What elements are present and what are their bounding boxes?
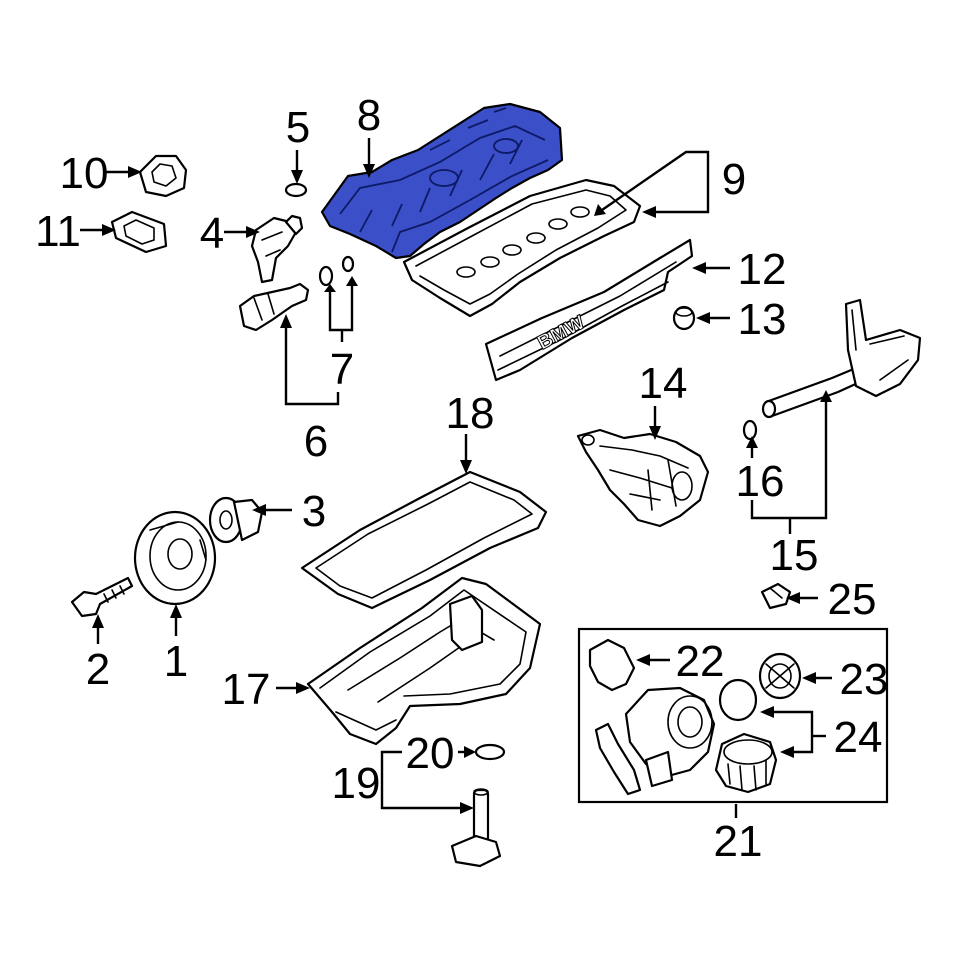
filter-seal-ring[interactable] <box>718 678 758 722</box>
oil-filter-housing[interactable] <box>594 686 716 796</box>
callout-15: 15 <box>770 531 819 580</box>
oil-filter-housing-group-box <box>577 627 889 804</box>
callout-5: 5 <box>286 103 310 152</box>
callout-6: 6 <box>304 417 328 466</box>
callout-13: 13 <box>738 295 787 344</box>
callout-10: 10 <box>60 149 109 198</box>
pulley-bolt[interactable] <box>70 576 134 618</box>
camshaft-sensor[interactable] <box>250 214 304 284</box>
callout-17: 17 <box>222 665 271 714</box>
oil-pickup-tube[interactable] <box>761 298 922 419</box>
pulley-hub[interactable] <box>208 496 264 544</box>
callout-8: 8 <box>357 91 381 140</box>
callout-labels: 8 5 10 11 4 9 12 13 7 6 14 16 15 18 3 2 … <box>35 91 888 866</box>
callout-14: 14 <box>639 359 688 408</box>
solenoid-part-6[interactable] <box>238 282 310 332</box>
gasket-plate-part[interactable] <box>110 210 168 254</box>
callout-3: 3 <box>302 487 326 536</box>
housing-gasket[interactable] <box>588 638 636 692</box>
valve-cover-gasket[interactable] <box>402 178 642 318</box>
callout-21: 21 <box>714 817 763 866</box>
crankshaft-pulley[interactable] <box>133 510 217 606</box>
seal-ring-7b[interactable] <box>341 255 355 273</box>
callout-12: 12 <box>738 245 787 294</box>
callout-24: 24 <box>834 713 883 762</box>
leader-lines <box>80 138 832 818</box>
oil-pump[interactable] <box>576 428 710 528</box>
callout-19: 19 <box>332 759 381 808</box>
callout-22: 22 <box>676 637 725 686</box>
o-ring-part-5[interactable] <box>284 182 308 198</box>
callout-4: 4 <box>200 209 224 258</box>
oil-level-sensor[interactable] <box>450 788 502 868</box>
oil-filter-cap[interactable] <box>758 652 802 700</box>
callout-9: 9 <box>722 155 746 204</box>
oil-pan-gasket[interactable] <box>300 470 548 610</box>
o-ring-part-16[interactable] <box>742 419 758 441</box>
callout-25: 25 <box>828 575 877 624</box>
callout-16: 16 <box>736 457 785 506</box>
callout-7: 7 <box>330 345 354 394</box>
callout-2: 2 <box>86 645 110 694</box>
seal-block-part[interactable] <box>138 154 188 198</box>
cap-part[interactable] <box>672 305 696 331</box>
valve-cover-highlighted[interactable] <box>320 102 564 260</box>
callout-20: 20 <box>406 729 455 778</box>
callout-11: 11 <box>35 207 81 256</box>
o-ring-part-20[interactable] <box>474 743 506 761</box>
callout-1: 1 <box>164 637 188 686</box>
callout-23: 23 <box>840 655 889 704</box>
seal-ring-7a[interactable] <box>318 265 334 287</box>
spark-plug-seal-rings <box>456 206 590 278</box>
oil-filter-element[interactable] <box>714 732 778 794</box>
sensor-part-25[interactable] <box>760 582 792 610</box>
callout-18: 18 <box>446 389 495 438</box>
oil-pan[interactable] <box>306 576 542 746</box>
